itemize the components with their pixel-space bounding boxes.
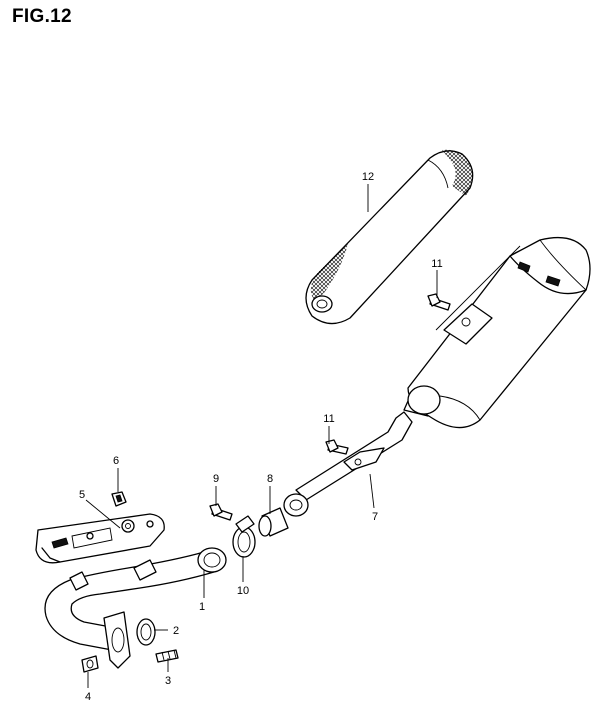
callout-11-lower: 11 [323,413,334,425]
callout-5: 5 [79,489,85,501]
leader-lines [85,184,438,688]
callout-1: 1 [199,601,205,613]
part-12-muffler-protector [305,149,474,325]
callout-3: 3 [165,675,171,687]
callout-10: 10 [237,585,249,597]
callout-8: 8 [267,473,273,485]
callout-2: 2 [173,625,179,637]
part-8-gasket [258,507,289,537]
part-4-nut [81,655,99,673]
part-11-bolt-lower [325,439,349,455]
callout-12: 12 [362,171,374,183]
part-2-gasket-ring [136,618,156,646]
part-7-muffler [283,236,591,517]
part-5-heat-cover [35,513,165,564]
part-10-clamp [232,515,256,558]
callout-9: 9 [213,473,219,485]
part-6-bolt [111,491,127,507]
part-1-exhaust-pipe [44,547,227,669]
part-3-stud [155,649,179,663]
callout-6: 6 [113,455,119,467]
callout-4: 4 [85,691,91,703]
callout-numbers: 12 11 11 7 8 9 10 1 2 3 4 5 6 [79,171,443,703]
callout-7: 7 [372,511,378,523]
figure-title: FIG.12 [12,6,72,27]
callout-11-upper: 11 [431,258,442,270]
part-9-bolt [209,503,233,521]
part-11-bolt-upper [427,293,451,311]
